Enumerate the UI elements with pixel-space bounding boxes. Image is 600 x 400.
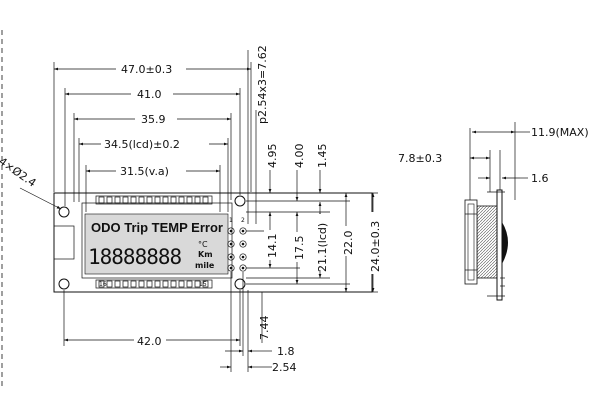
pin-label-16: 16: [99, 281, 107, 288]
dim-width-35-9: 35.9: [141, 113, 166, 126]
dim-1-45: 1.45: [316, 144, 329, 169]
pin-label-2: 2: [241, 217, 245, 224]
dim-22-0: 22.0: [342, 231, 355, 256]
pin-label-1: 1: [229, 217, 233, 224]
side-view: 11.9(MAX) 7.8±0.3 1.6: [398, 122, 589, 301]
dim-hole-diameter: 4×Ø2.4: [0, 155, 38, 190]
connector-pins: [227, 227, 247, 272]
side-chip-blob: [502, 222, 508, 264]
dim-1-6: 1.6: [531, 172, 549, 185]
dim-hole-span: 42.0: [137, 335, 162, 348]
lcd-digits: 18888888: [88, 245, 182, 269]
front-view: ODO Trip TEMP Error 18888888 °C Km mile …: [0, 45, 382, 374]
side-pcb: [496, 189, 503, 301]
dim-lcd-width: 34.5(lcd)±0.2: [104, 138, 180, 151]
pitch-dimension: [247, 50, 257, 224]
mount-hole-bottom-left: [58, 278, 70, 290]
lcd-words: ODO Trip TEMP Error: [91, 220, 223, 235]
side-lcd-hatched: [476, 205, 498, 279]
dim-17-5: 17.5: [293, 236, 306, 261]
mount-hole-top-left: [58, 206, 70, 218]
dim-14-1: 14.1: [266, 234, 279, 259]
mount-hole-top-right: [234, 195, 246, 207]
dim-max-thickness: 11.9(MAX): [531, 126, 589, 139]
pcb-left-notch: [53, 225, 75, 260]
dim-pin-pitch: p2.54x3=7.62: [256, 45, 269, 124]
lcd-unit-km: Km: [198, 250, 213, 259]
lcd-top-pads: [95, 195, 213, 205]
dim-4-00: 4.00: [293, 144, 306, 169]
hole-dia-leader: [19, 187, 62, 210]
dim-2-54: 2.54: [272, 361, 297, 374]
dim-lcd-height: 21.1(lcd): [316, 223, 329, 272]
dim-1-8: 1.8: [277, 345, 295, 358]
lcd-unit-mile: mile: [195, 261, 215, 270]
dim-7-44: 7.44: [258, 316, 271, 341]
dim-7-8: 7.8±0.3: [398, 152, 442, 165]
dim-width-41: 41.0: [137, 88, 162, 101]
dim-va-width: 31.5(v.a): [120, 165, 169, 178]
lcd-unit-celsius: °C: [198, 240, 208, 249]
mount-hole-bottom-right: [234, 278, 246, 290]
lcd-viewing-area: [84, 213, 229, 275]
dim-overall-height: 24.0±0.3: [369, 221, 382, 272]
pin-label-15: 15: [199, 281, 207, 288]
lcd-bottom-pads: [95, 279, 213, 289]
dim-4-95: 4.95: [266, 144, 279, 169]
dim-overall-width: 47.0±0.3: [121, 63, 172, 76]
